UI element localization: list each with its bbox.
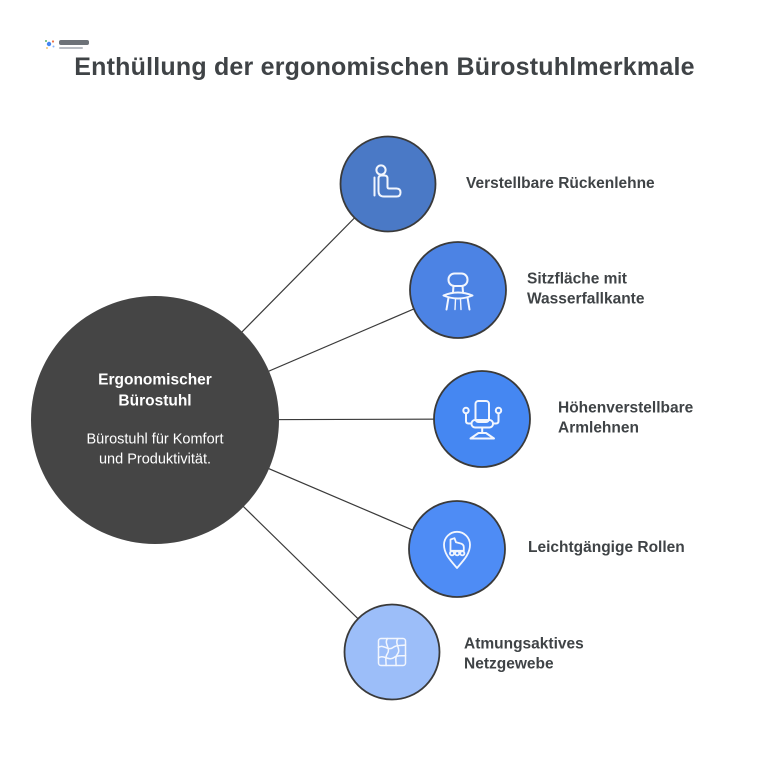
brand-logo — [44, 38, 89, 50]
feature-circle-armrests — [433, 370, 531, 468]
feature-circle-mesh — [343, 603, 441, 701]
center-node-title: Ergonomischer Bürostuhl — [98, 371, 212, 410]
feature-label-seat: Sitzfläche mit Wasserfallkante — [527, 270, 645, 308]
center-node-subtitle: Bürostuhl für Komfort und Produktivität. — [86, 431, 224, 468]
center-node-text: Ergonomischer Bürostuhl Bürostuhl für Ko… — [53, 370, 258, 469]
center-circle — [31, 296, 279, 544]
feature-label-mesh: Atmungsaktives Netzgewebe — [464, 635, 584, 673]
brand-logo-text — [59, 38, 89, 49]
feature-circle-seat — [409, 241, 507, 339]
feature-circles — [339, 135, 531, 701]
sparkle-logo-icon — [45, 40, 55, 49]
feature-circle-casters — [408, 500, 506, 598]
feature-label-backrest: Verstellbare Rückenlehne — [466, 174, 655, 192]
page-title: Enthüllung der ergonomischen Bürostuhlme… — [74, 53, 695, 81]
feature-circle-backrest — [339, 135, 437, 233]
feature-label-armrests: Höhenverstellbare Armlehnen — [558, 399, 694, 437]
feature-label-casters: Leichtgängige Rollen — [528, 538, 685, 556]
